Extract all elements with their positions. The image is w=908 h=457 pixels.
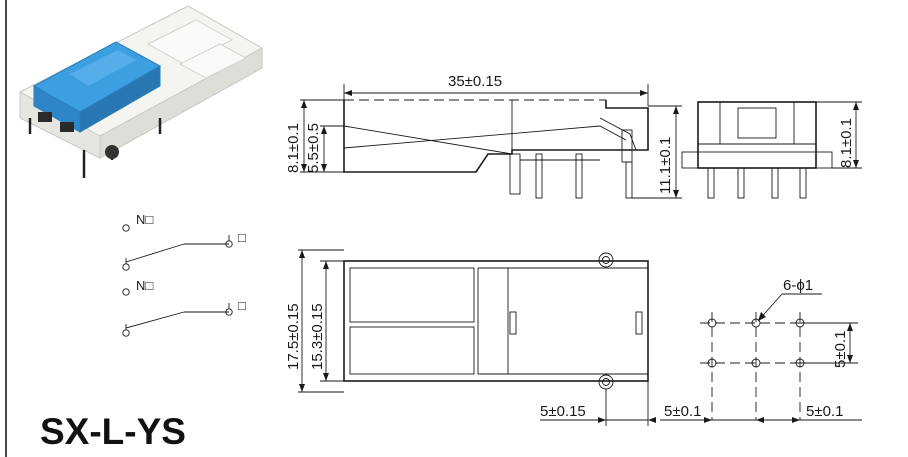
hole-pattern: 6-ϕ1 5±0.1 5±0.1 5±0.1 <box>660 277 862 423</box>
end-view: 8.1±0.1 <box>681 101 862 199</box>
product-photo <box>19 5 263 178</box>
pitch-x-left-dimension: 5±0.1 <box>664 403 701 420</box>
offset-dimension: 5±0.15 <box>540 403 586 420</box>
hole <box>707 318 717 328</box>
side-view: 35±0.15 8.1±0.1 5.5±0.5 1 <box>285 73 682 199</box>
height-pins-dimension: 11.1±0.1 <box>657 137 674 194</box>
pitch-x-right-dimension: 5±0.1 <box>806 403 843 420</box>
width-outer-dimension: 17.5±0.15 <box>285 303 302 370</box>
length-dimension: 35±0.15 <box>448 73 502 90</box>
terminal-label-top: □ <box>238 230 246 245</box>
height-total-dimension: 8.1±0.1 <box>285 123 302 173</box>
terminal-label-bottom: □ <box>238 298 246 313</box>
switch-schematic-top: N□ □ <box>122 212 246 271</box>
no-label-bottom: N□ <box>136 278 153 293</box>
hole <box>751 358 761 368</box>
hole <box>707 358 717 368</box>
end-height-dimension: 8.1±0.1 <box>838 118 855 168</box>
height-body-dimension: 5.5±0.5 <box>305 123 322 173</box>
hole <box>751 318 761 328</box>
holes-callout: 6-ϕ1 <box>783 277 813 294</box>
width-inner-dimension: 15.3±0.15 <box>309 303 326 370</box>
no-label-top: N□ <box>136 212 153 227</box>
switch-schematic-bottom: N□ □ <box>122 278 246 337</box>
model-name: SX-L-YS <box>40 411 186 452</box>
pitch-y-dimension: 5±0.1 <box>832 331 849 368</box>
top-view: 17.5±0.15 15.3±0.15 5±0.15 <box>285 249 656 426</box>
